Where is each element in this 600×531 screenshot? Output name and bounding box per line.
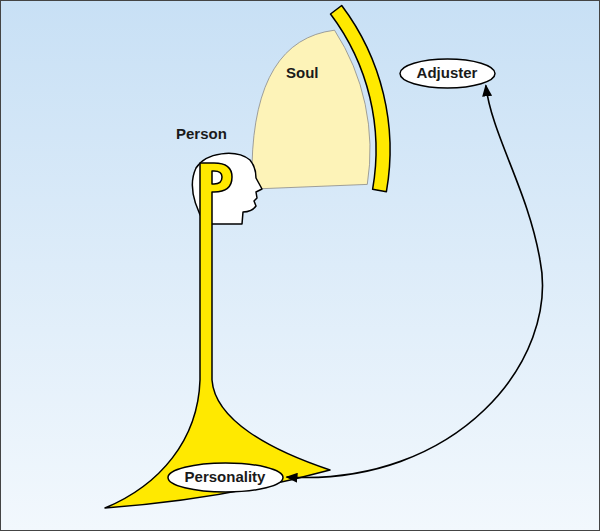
node-label: Person (176, 125, 227, 143)
personality-oval: Personality (167, 462, 284, 493)
soul-band (331, 6, 391, 192)
adjuster-oval: Adjuster (399, 58, 496, 89)
soul-cone (252, 30, 370, 189)
curved-arrow (287, 85, 543, 477)
personality-trumpet (105, 163, 330, 508)
node-label: Adjuster (417, 64, 478, 82)
person-figure: Person (176, 125, 229, 145)
node-label: Soul (286, 64, 319, 82)
soul-region: Soul (286, 64, 321, 84)
node-label: Personality (185, 468, 266, 486)
